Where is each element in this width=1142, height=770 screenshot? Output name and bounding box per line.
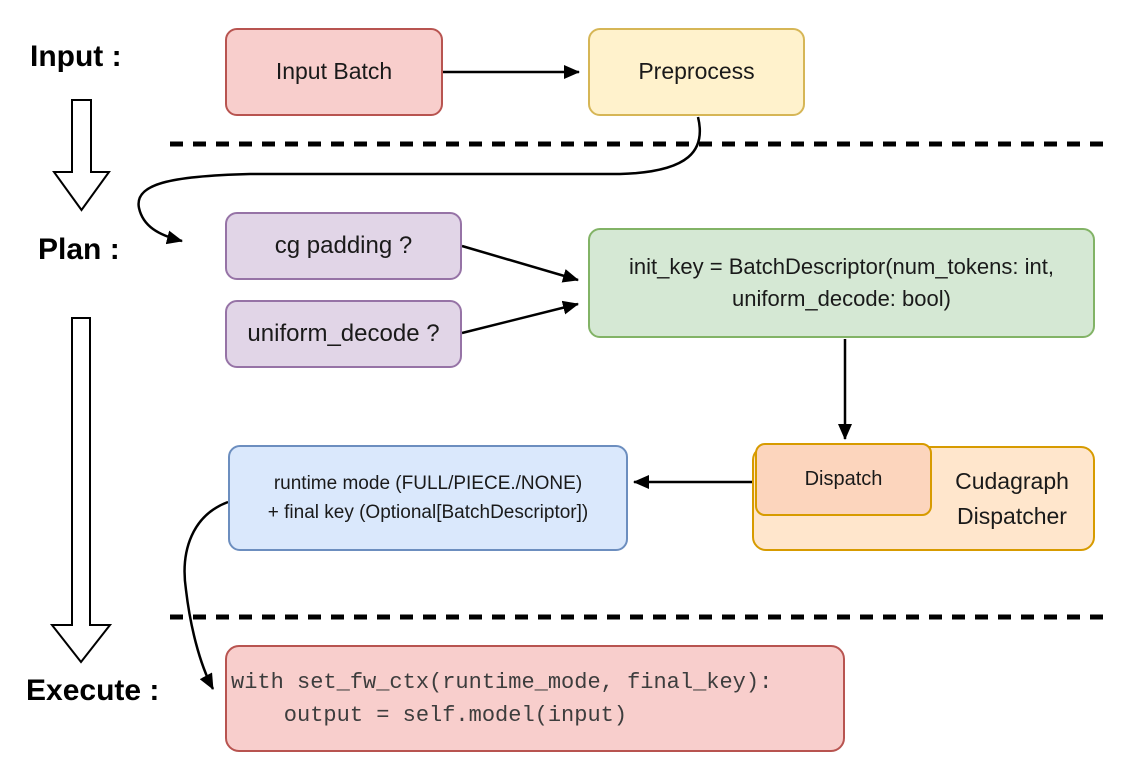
node-preprocess-label: Preprocess xyxy=(638,58,755,85)
node-input-batch: Input Batch xyxy=(225,28,443,116)
node-cg-padding: cg padding ? xyxy=(225,212,462,280)
node-init-key-line2: uniform_decode: bool) xyxy=(732,286,951,311)
node-runtime-mode-line1: runtime mode (FULL/PIECE./NONE) xyxy=(273,472,583,494)
node-init-key: init_key = BatchDescriptor(num_tokens: i… xyxy=(588,228,1095,338)
node-cg-padding-label: cg padding ? xyxy=(274,231,413,259)
stage-arrow-input-to-plan-icon xyxy=(52,99,111,212)
node-execute-code: with set_fw_ctx(runtime_mode, final_key)… xyxy=(225,645,845,752)
stage-arrow-plan-to-execute-icon xyxy=(49,317,113,664)
node-runtime-mode-line2: + final key (Optional[BatchDescriptor]) xyxy=(267,502,589,523)
execute-code-line2: output = self.model(input) xyxy=(231,702,628,728)
node-uniform-decode-label: uniform_decode ? xyxy=(247,319,440,347)
edge-uniform-decode-to-init-key xyxy=(461,300,579,335)
execute-code-line1: with set_fw_ctx(runtime_mode, final_key)… xyxy=(231,669,773,695)
node-dispatch-label: Dispatch xyxy=(804,468,883,490)
stage-label-execute: Execute : xyxy=(26,674,160,707)
node-cudagraph-dispatcher-label: Cudagraph Dispatcher xyxy=(932,448,1092,549)
node-runtime-mode: runtime mode (FULL/PIECE./NONE) + final … xyxy=(228,445,628,551)
node-dispatch: Dispatch xyxy=(755,443,932,516)
stage-label-plan: Plan : xyxy=(38,233,120,266)
edge-runtime-mode-to-execute-code xyxy=(183,500,229,690)
edge-preprocess-to-cg-padding xyxy=(137,116,702,245)
edge-cg-padding-to-init-key xyxy=(461,244,579,283)
node-cudagraph-line1: Cudagraph xyxy=(955,468,1069,494)
node-input-batch-label: Input Batch xyxy=(275,58,393,85)
node-uniform-decode: uniform_decode ? xyxy=(225,300,462,368)
node-preprocess: Preprocess xyxy=(588,28,805,116)
stage-label-input: Input : xyxy=(30,40,122,73)
node-init-key-line1: init_key = BatchDescriptor(num_tokens: i… xyxy=(629,254,1054,280)
node-cudagraph-line2: Dispatcher xyxy=(957,502,1067,529)
